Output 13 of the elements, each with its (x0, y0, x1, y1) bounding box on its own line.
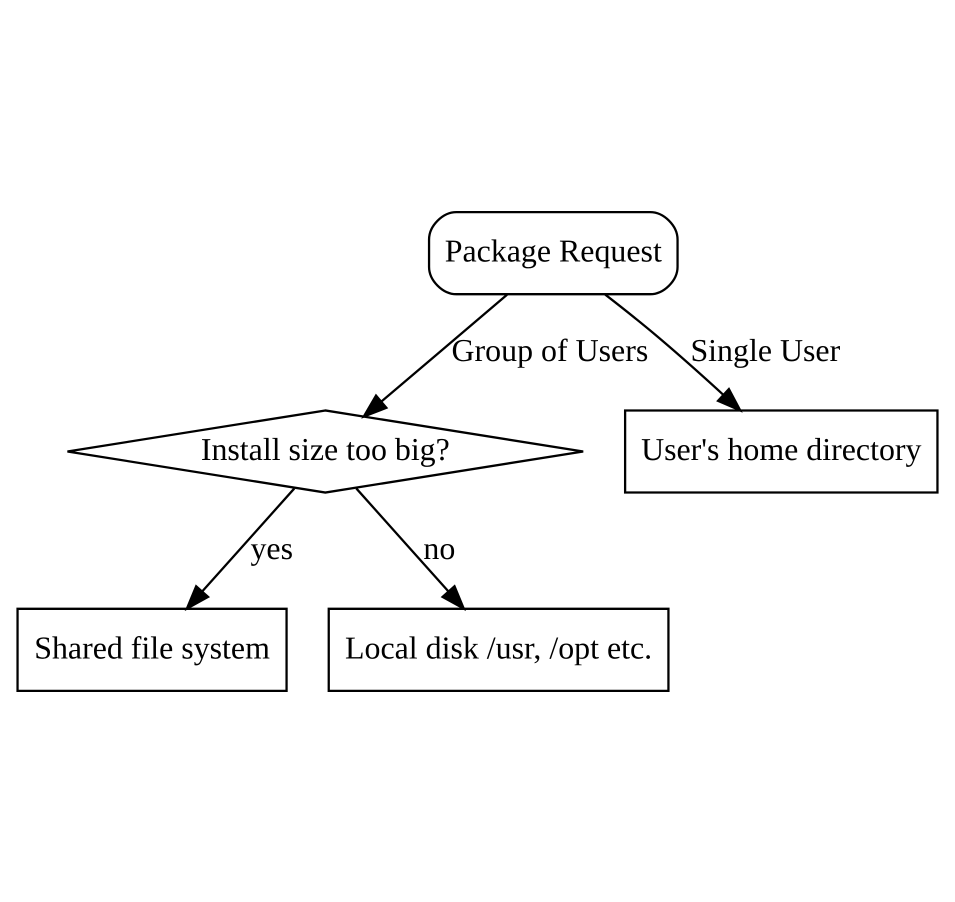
node-diamond: Install size too big? (66, 408, 584, 494)
edge-label: yes (250, 530, 294, 566)
arrow (604, 293, 743, 412)
node-box: User's home directory (624, 408, 939, 494)
arrow (361, 293, 508, 418)
edge-label: Single User (690, 332, 840, 368)
edge-label: Group of Users (452, 332, 648, 368)
node-box: Local disk /usr, /opt etc. (328, 607, 670, 692)
arrow (184, 487, 296, 611)
node-box: Package Request (428, 210, 679, 295)
node-box: Shared file system (16, 607, 288, 692)
arrow (355, 487, 466, 611)
edge-label: no (423, 530, 456, 566)
